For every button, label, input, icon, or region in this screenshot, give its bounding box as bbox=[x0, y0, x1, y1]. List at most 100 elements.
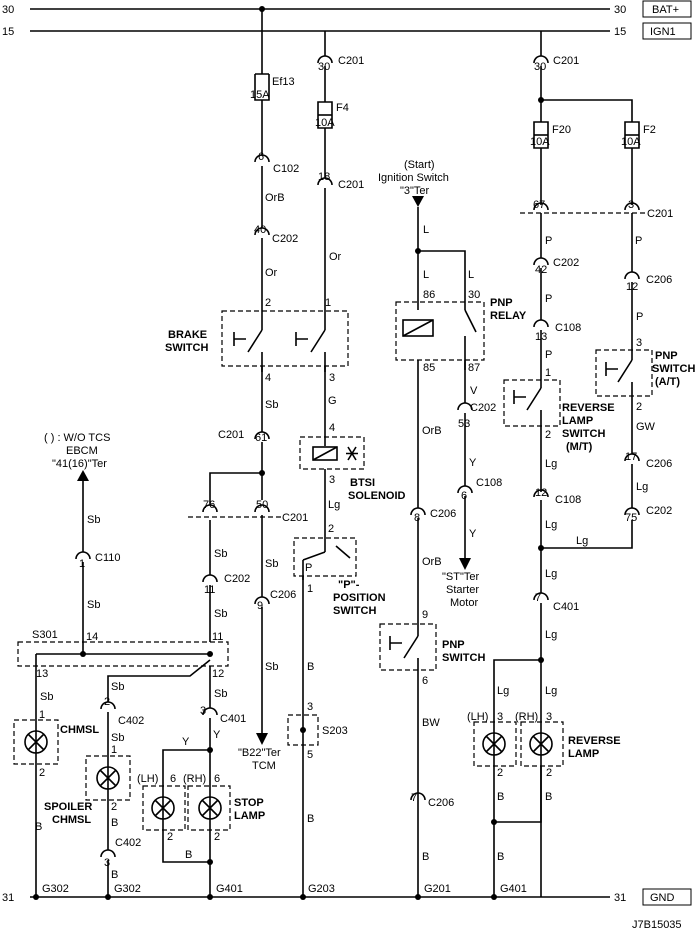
conn-s203: S203 bbox=[322, 725, 348, 737]
bat-rail: 30 30 BAT+ bbox=[2, 0, 692, 18]
svg-text:2: 2 bbox=[111, 801, 117, 813]
label-brake-1: BRAKE bbox=[168, 329, 207, 341]
wire-sb-spoiler2: Sb bbox=[111, 732, 124, 744]
label-revsw-4: (M/T) bbox=[566, 441, 593, 453]
wire-l-3: L bbox=[468, 269, 474, 281]
wire-b-spoiler: B bbox=[111, 817, 118, 829]
svg-text:7: 7 bbox=[535, 592, 541, 604]
label-pnpat-2: SWITCH bbox=[652, 363, 695, 375]
wire-sb-chmsl: Sb bbox=[40, 691, 53, 703]
svg-text:1: 1 bbox=[39, 709, 45, 721]
label-spoiler-1: SPOILER bbox=[44, 801, 92, 813]
conn-c201-18: C201 bbox=[338, 179, 364, 191]
wire-bw: BW bbox=[422, 717, 440, 729]
label-ppos-2: POSITION bbox=[333, 592, 386, 604]
wire-b-rev-1: B bbox=[497, 791, 504, 803]
svg-text:6: 6 bbox=[258, 151, 264, 163]
svg-text:6: 6 bbox=[461, 490, 467, 502]
conn-c201-b: C201 bbox=[282, 512, 308, 524]
label-btsi-2: SOLENOID bbox=[348, 490, 406, 502]
wire-orb-2: OrB bbox=[422, 425, 442, 437]
conn-g201: G201 bbox=[424, 883, 451, 895]
svg-text:3: 3 bbox=[329, 372, 335, 384]
wire-y-3: Y bbox=[469, 457, 477, 469]
rail-30-left: 30 bbox=[2, 4, 14, 16]
label-revlamp-1: REVERSE bbox=[568, 735, 621, 747]
svg-text:12: 12 bbox=[535, 487, 547, 499]
conn-c108-b: C108 bbox=[555, 322, 581, 334]
conn-c206-9: C206 bbox=[270, 589, 296, 601]
wire-sb-ebcm2: Sb bbox=[87, 599, 100, 611]
conn-c201-30a: C201 bbox=[338, 55, 364, 67]
wire-lg-6: Lg bbox=[545, 629, 557, 641]
wire-lg-1: Lg bbox=[328, 499, 340, 511]
svg-text:3: 3 bbox=[497, 711, 503, 723]
pnp-circuit: (Start) Ignition Switch "3"Ter L L L 86 … bbox=[378, 159, 527, 900]
label-pnpat-1: PNP bbox=[655, 350, 678, 362]
svg-text:1: 1 bbox=[545, 367, 551, 379]
rail-31-left: 31 bbox=[2, 892, 14, 904]
label-pnpsw-2: SWITCH bbox=[442, 652, 485, 664]
wire-b-s203: B bbox=[307, 813, 314, 825]
wire-sb-4: Sb bbox=[214, 548, 227, 560]
wire-or-2: Or bbox=[329, 251, 342, 263]
svg-text:50: 50 bbox=[256, 499, 268, 511]
svg-text:9: 9 bbox=[422, 609, 428, 621]
rail-31-right: 31 bbox=[614, 892, 626, 904]
fuse-f4-rating: 10A bbox=[315, 117, 335, 129]
fuse-ef13-rating: 15A bbox=[250, 89, 270, 101]
conn-c202-53: C202 bbox=[470, 402, 496, 414]
label-pnprelay-2: RELAY bbox=[490, 310, 527, 322]
wire-p-4: P bbox=[635, 235, 642, 247]
wire-lg-7: Lg bbox=[497, 685, 509, 697]
fuse-f2-name: F2 bbox=[643, 124, 656, 136]
fuse-f20-name: F20 bbox=[552, 124, 571, 136]
svg-text:3: 3 bbox=[307, 701, 313, 713]
fuse-f2-rating: 10A bbox=[621, 136, 641, 148]
svg-text:87: 87 bbox=[468, 362, 480, 374]
svg-text:11: 11 bbox=[212, 631, 223, 643]
svg-text:2: 2 bbox=[167, 831, 173, 843]
label-ebcm-3: "41(16)"Ter bbox=[52, 458, 107, 470]
label-stop-2: LAMP bbox=[234, 810, 265, 822]
conn-g401-b: G401 bbox=[500, 883, 527, 895]
conn-c108-a: C108 bbox=[476, 477, 502, 489]
svg-text:9: 9 bbox=[257, 600, 263, 612]
label-ebcm-2: EBCM bbox=[66, 445, 98, 457]
label-ign-1: (Start) bbox=[404, 159, 435, 171]
svg-text:86: 86 bbox=[423, 289, 435, 301]
diagram-code: J7B15035 bbox=[632, 919, 682, 931]
svg-text:53: 53 bbox=[458, 418, 470, 430]
label-starter-2: Starter bbox=[446, 584, 479, 596]
conn-c202-a: C202 bbox=[272, 233, 298, 245]
svg-text:76: 76 bbox=[203, 499, 215, 511]
svg-text:2: 2 bbox=[265, 297, 271, 309]
svg-text:P: P bbox=[305, 562, 312, 574]
svg-text:1: 1 bbox=[111, 744, 117, 756]
svg-text:7: 7 bbox=[411, 792, 417, 804]
conn-c201-67: C201 bbox=[647, 208, 673, 220]
wire-y-2: Y bbox=[182, 736, 190, 748]
wire-sb-1: Sb bbox=[265, 399, 278, 411]
svg-text:5: 5 bbox=[307, 749, 313, 761]
conn-c401-a: C401 bbox=[220, 713, 246, 725]
svg-text:3: 3 bbox=[104, 857, 110, 869]
label-lh2: (LH) bbox=[467, 711, 488, 723]
svg-text:30: 30 bbox=[534, 61, 546, 73]
svg-text:2: 2 bbox=[39, 767, 45, 779]
svg-text:14: 14 bbox=[86, 631, 98, 643]
wire-orb-1: OrB bbox=[265, 192, 285, 204]
label-tcm-1: "B22"Ter bbox=[238, 747, 281, 759]
gnd-tag: GND bbox=[650, 892, 675, 904]
svg-text:2: 2 bbox=[328, 523, 334, 535]
wire-v: V bbox=[470, 385, 478, 397]
wire-b-stop: B bbox=[185, 849, 192, 861]
label-tcm-2: TCM bbox=[252, 760, 276, 772]
label-rh: (RH) bbox=[183, 773, 206, 785]
label-spoiler-2: CHMSL bbox=[52, 814, 91, 826]
rail-15-right: 15 bbox=[614, 26, 626, 38]
svg-text:13: 13 bbox=[36, 668, 48, 680]
wire-b-p: B bbox=[307, 661, 314, 673]
conn-c102: C102 bbox=[273, 163, 299, 175]
